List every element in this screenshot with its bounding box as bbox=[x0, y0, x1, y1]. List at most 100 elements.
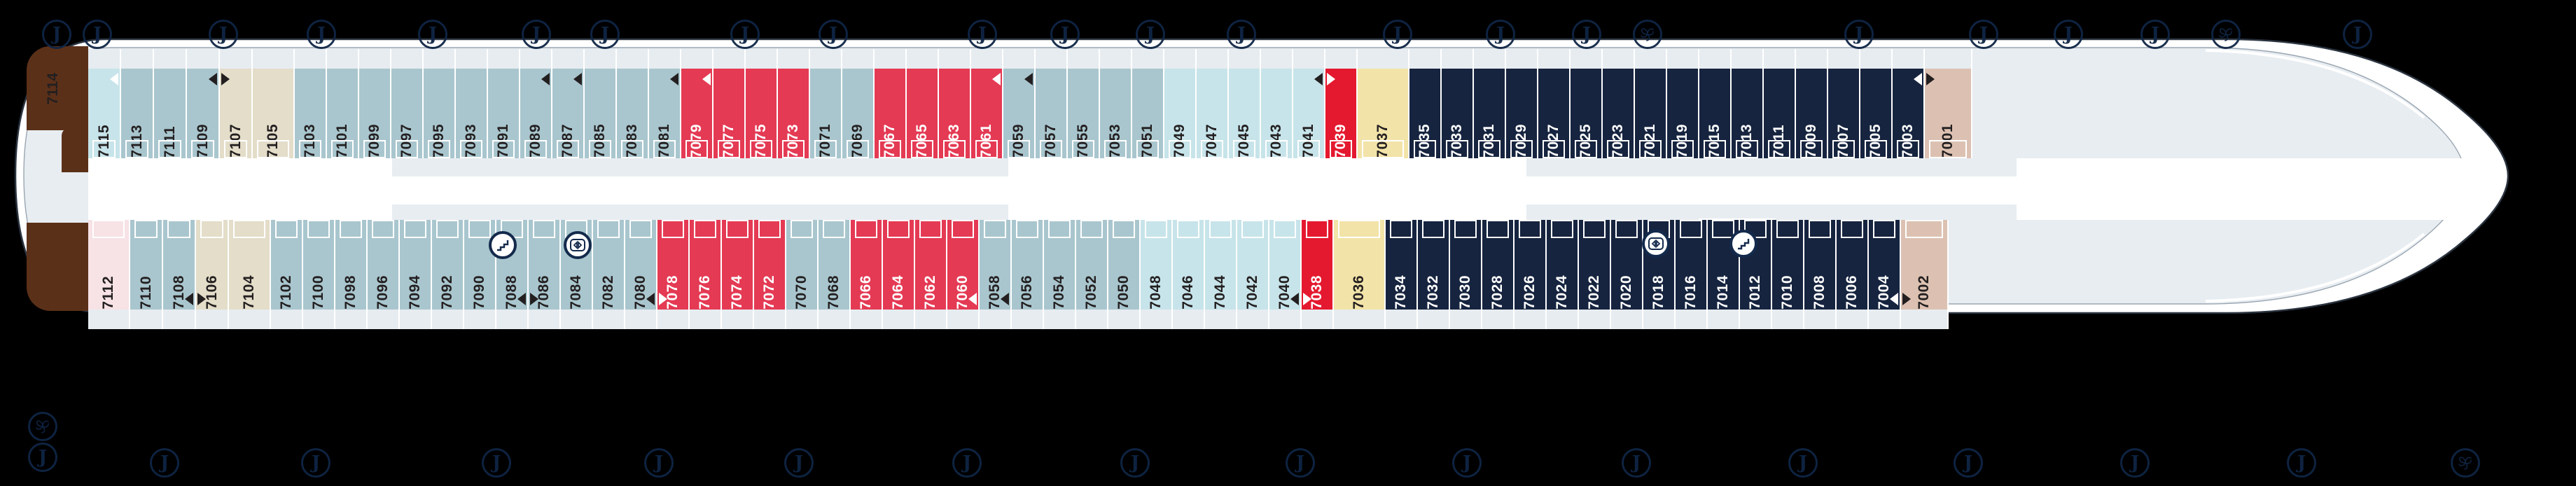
cabin-7010[interactable]: 7010 bbox=[1772, 220, 1804, 310]
cabin-7031[interactable]: 7031 bbox=[1474, 69, 1506, 158]
cabin-7038[interactable]: 7038 bbox=[1302, 220, 1334, 310]
cabin-7032[interactable]: 7032 bbox=[1418, 220, 1450, 310]
cabin-7057[interactable]: 7057 bbox=[1036, 69, 1068, 158]
cabin-7067[interactable]: 7067 bbox=[875, 69, 907, 158]
cabin-7030[interactable]: 7030 bbox=[1450, 220, 1482, 310]
cabin-7078[interactable]: 7078 bbox=[657, 220, 690, 310]
cabin-7054[interactable]: 7054 bbox=[1044, 220, 1076, 310]
cabin-7005[interactable]: 7005 bbox=[1860, 69, 1893, 158]
cabin-7027[interactable]: 7027 bbox=[1538, 69, 1571, 158]
cabin-7102[interactable]: 7102 bbox=[271, 220, 303, 310]
cabin-7081[interactable]: 7081 bbox=[649, 69, 681, 158]
cabin-7068[interactable]: 7068 bbox=[819, 220, 851, 310]
cabin-7115[interactable]: 7115 bbox=[88, 69, 121, 158]
cabin-7097[interactable]: 7097 bbox=[391, 69, 424, 158]
cabin-7043[interactable]: 7043 bbox=[1261, 69, 1293, 158]
cabin-7033[interactable]: 7033 bbox=[1442, 69, 1474, 158]
cabin-7096[interactable]: 7096 bbox=[368, 220, 400, 310]
cabin-7035[interactable]: 7035 bbox=[1409, 69, 1442, 158]
cabin-7093[interactable]: 7093 bbox=[456, 69, 488, 158]
cabin-7056[interactable]: 7056 bbox=[1012, 220, 1044, 310]
elevator-icon[interactable] bbox=[564, 231, 592, 259]
cabin-7004[interactable]: 7004 bbox=[1869, 220, 1901, 310]
cabin-7108[interactable]: 7108 bbox=[163, 220, 196, 310]
cabin-7063[interactable]: 7063 bbox=[939, 69, 971, 158]
cabin-7047[interactable]: 7047 bbox=[1197, 69, 1229, 158]
cabin-7086[interactable]: 7086 bbox=[529, 220, 561, 310]
cabin-7070[interactable]: 7070 bbox=[786, 220, 819, 310]
cabin-7099[interactable]: 7099 bbox=[359, 69, 391, 158]
cabin-7006[interactable]: 7006 bbox=[1837, 220, 1869, 310]
cabin-7098[interactable]: 7098 bbox=[335, 220, 368, 310]
cabin-7112[interactable]: 7112 bbox=[88, 220, 130, 310]
cabin-7011[interactable]: 7011 bbox=[1764, 69, 1796, 158]
cabin-7074[interactable]: 7074 bbox=[722, 220, 754, 310]
cabin-7065[interactable]: 7065 bbox=[907, 69, 939, 158]
cabin-7009[interactable]: 7009 bbox=[1796, 69, 1828, 158]
cabin-7052[interactable]: 7052 bbox=[1076, 220, 1108, 310]
cabin-7046[interactable]: 7046 bbox=[1173, 220, 1205, 310]
cabin-7089[interactable]: 7089 bbox=[520, 69, 552, 158]
cabin-7021[interactable]: 7021 bbox=[1635, 69, 1667, 158]
cabin-7040[interactable]: 7040 bbox=[1269, 220, 1302, 310]
cabin-7061[interactable]: 7061 bbox=[971, 69, 1003, 158]
cabin-7044[interactable]: 7044 bbox=[1205, 220, 1237, 310]
cabin-7105[interactable]: 7105 bbox=[253, 69, 295, 158]
cabin-7073[interactable]: 7073 bbox=[778, 69, 810, 158]
cabin-7104[interactable]: 7104 bbox=[229, 220, 271, 310]
stairs-icon[interactable] bbox=[1729, 230, 1757, 258]
cabin-7101[interactable]: 7101 bbox=[327, 69, 359, 158]
cabin-7062[interactable]: 7062 bbox=[915, 220, 947, 310]
cabin-7111[interactable]: 7111 bbox=[154, 69, 187, 158]
cabin-7020[interactable]: 7020 bbox=[1611, 220, 1643, 310]
cabin-7026[interactable]: 7026 bbox=[1515, 220, 1547, 310]
cabin-7058[interactable]: 7058 bbox=[980, 220, 1012, 310]
cabin-7042[interactable]: 7042 bbox=[1237, 220, 1269, 310]
stairs-icon[interactable] bbox=[489, 231, 517, 259]
cabin-7071[interactable]: 7071 bbox=[810, 69, 842, 158]
cabin-7092[interactable]: 7092 bbox=[432, 220, 464, 310]
cabin-7076[interactable]: 7076 bbox=[690, 220, 722, 310]
cabin-7025[interactable]: 7025 bbox=[1571, 69, 1603, 158]
cabin-7080[interactable]: 7080 bbox=[625, 220, 657, 310]
cabin-7069[interactable]: 7069 bbox=[842, 69, 875, 158]
cabin-7072[interactable]: 7072 bbox=[754, 220, 786, 310]
cabin-7100[interactable]: 7100 bbox=[303, 220, 335, 310]
cabin-7060[interactable]: 7060 bbox=[947, 220, 980, 310]
cabin-7077[interactable]: 7077 bbox=[713, 69, 746, 158]
cabin-7019[interactable]: 7019 bbox=[1667, 69, 1699, 158]
cabin-7016[interactable]: 7016 bbox=[1676, 220, 1708, 310]
cabin-7015[interactable]: 7015 bbox=[1699, 69, 1732, 158]
cabin-7013[interactable]: 7013 bbox=[1732, 69, 1764, 158]
cabin-7041[interactable]: 7041 bbox=[1293, 69, 1325, 158]
cabin-7022[interactable]: 7022 bbox=[1579, 220, 1611, 310]
cabin-7107[interactable]: 7107 bbox=[220, 69, 253, 158]
cabin-7110[interactable]: 7110 bbox=[130, 220, 163, 310]
cabin-7024[interactable]: 7024 bbox=[1547, 220, 1579, 310]
cabin-7103[interactable]: 7103 bbox=[295, 69, 327, 158]
cabin-7037[interactable]: 7037 bbox=[1358, 69, 1409, 158]
cabin-7029[interactable]: 7029 bbox=[1506, 69, 1538, 158]
cabin-7055[interactable]: 7055 bbox=[1068, 69, 1100, 158]
cabin-7082[interactable]: 7082 bbox=[593, 220, 625, 310]
cabin-7007[interactable]: 7007 bbox=[1828, 69, 1860, 158]
cabin-7049[interactable]: 7049 bbox=[1164, 69, 1197, 158]
cabin-7109[interactable]: 7109 bbox=[187, 69, 220, 158]
cabin-7095[interactable]: 7095 bbox=[424, 69, 456, 158]
elevator-icon[interactable] bbox=[1642, 230, 1670, 258]
cabin-7094[interactable]: 7094 bbox=[400, 220, 432, 310]
cabin-7036[interactable]: 7036 bbox=[1334, 220, 1386, 310]
cabin-7091[interactable]: 7091 bbox=[488, 69, 520, 158]
cabin-7087[interactable]: 7087 bbox=[552, 69, 585, 158]
cabin-7113[interactable]: 7113 bbox=[121, 69, 154, 158]
cabin-7085[interactable]: 7085 bbox=[585, 69, 617, 158]
cabin-7034[interactable]: 7034 bbox=[1386, 220, 1418, 310]
cabin-7051[interactable]: 7051 bbox=[1132, 69, 1164, 158]
cabin-7106[interactable]: 7106 bbox=[196, 220, 229, 310]
stern-cabin-7114[interactable]: 7114 bbox=[27, 46, 88, 130]
cabin-7002[interactable]: 7002 bbox=[1901, 220, 1949, 310]
cabin-7059[interactable]: 7059 bbox=[1003, 69, 1036, 158]
cabin-7064[interactable]: 7064 bbox=[883, 220, 915, 310]
cabin-7048[interactable]: 7048 bbox=[1141, 220, 1173, 310]
cabin-7023[interactable]: 7023 bbox=[1603, 69, 1635, 158]
